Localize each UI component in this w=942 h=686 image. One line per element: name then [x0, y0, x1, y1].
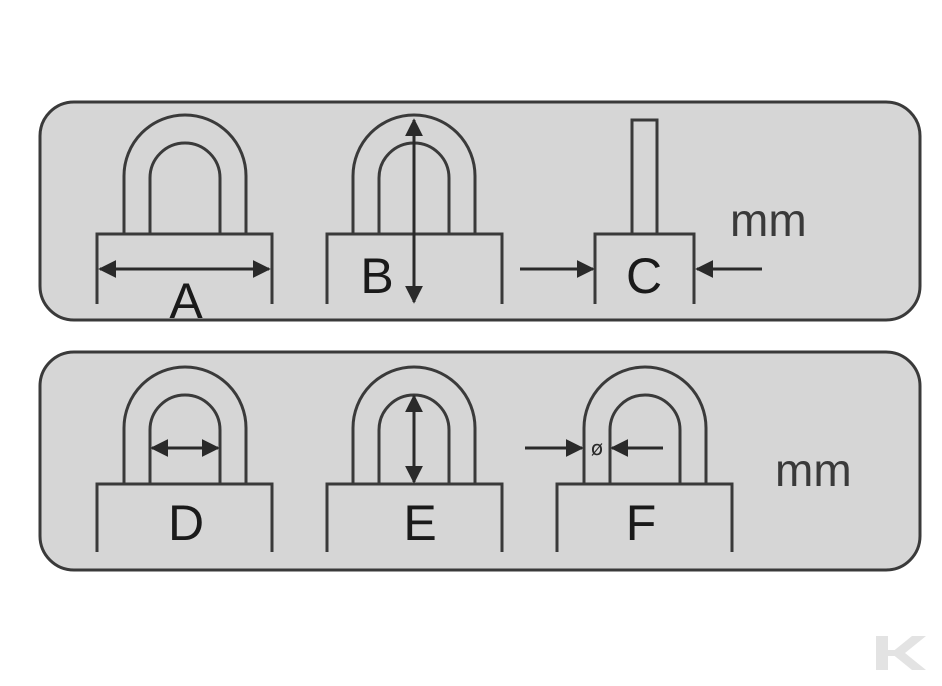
label-b: B	[360, 248, 393, 304]
lock-c-body	[593, 232, 696, 304]
label-a: A	[169, 273, 203, 329]
label-f: F	[626, 495, 657, 551]
lock-f: ø F	[525, 365, 734, 552]
brand-logo-icon	[876, 636, 926, 670]
lock-f-shackle	[582, 365, 708, 484]
unit-top: mm	[730, 194, 807, 246]
label-e: E	[403, 495, 436, 551]
lock-d: D	[95, 365, 274, 552]
lock-b: B	[325, 113, 504, 304]
lock-a-shackle	[122, 113, 248, 234]
lock-a: A	[95, 113, 274, 329]
label-d: D	[168, 495, 204, 551]
unit-bottom: mm	[775, 444, 852, 496]
lock-e: E	[325, 365, 504, 552]
diameter-symbol: ø	[591, 436, 603, 460]
lock-f-body	[555, 482, 734, 552]
lock-d-shackle	[122, 365, 248, 484]
lock-e-body	[325, 482, 504, 552]
label-c: C	[626, 248, 662, 304]
lock-c-shackle	[630, 118, 659, 236]
panel-bottom: D E ø F mm	[38, 350, 922, 572]
panel-bottom-background	[38, 350, 922, 572]
lock-a-body	[95, 232, 274, 304]
lock-d-body	[95, 482, 274, 552]
panel-top: A B C mm	[38, 100, 922, 329]
lock-c: C	[520, 118, 762, 304]
